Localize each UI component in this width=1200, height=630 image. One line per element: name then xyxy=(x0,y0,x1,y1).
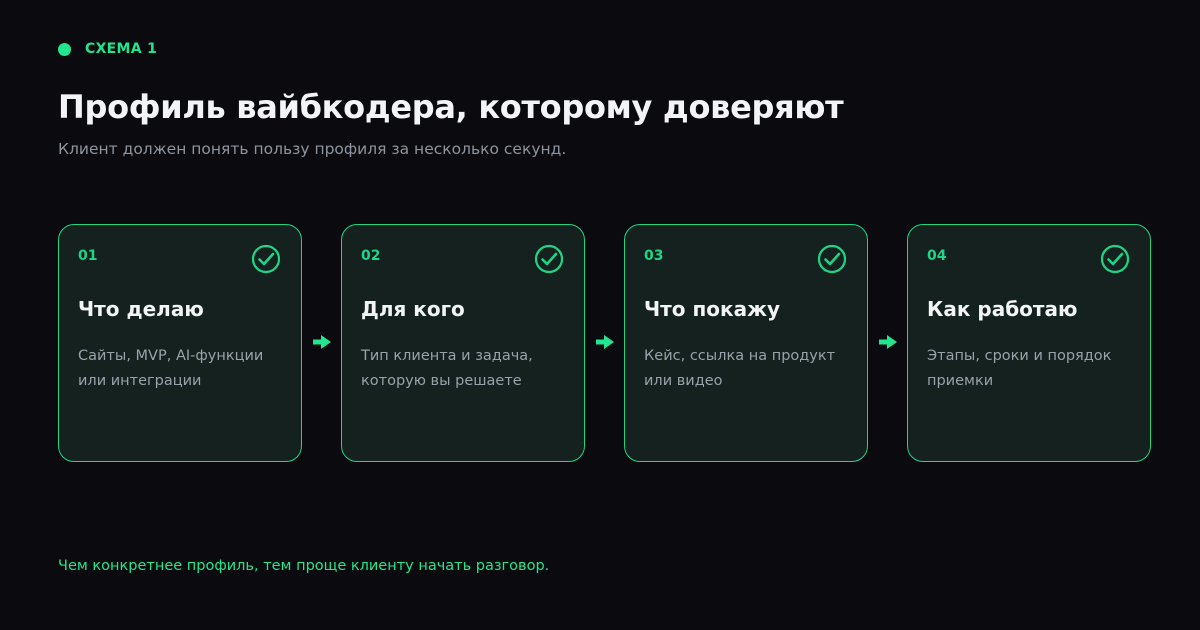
step-description: Сайты, MVP, AI-функции или интеграции xyxy=(78,348,264,389)
check-circle-icon xyxy=(1100,244,1130,274)
step-description: Тип клиента и задача, которую вы решаете xyxy=(361,348,533,389)
step-card-4: 04 Как работаю Этапы, сроки и порядок пр… xyxy=(907,224,1151,462)
step-card-3: 03 Что покажу Кейс, ссылка на продукт ил… xyxy=(624,224,868,462)
check-circle-icon xyxy=(251,244,281,274)
check-circle-icon xyxy=(534,244,564,274)
step-title: Что делаю xyxy=(78,297,204,321)
check-circle-icon xyxy=(817,244,847,274)
step-card-2: 02 Для кого Тип клиента и задача, котору… xyxy=(341,224,585,462)
tag-dot-icon xyxy=(58,42,71,56)
step-title: Как работаю xyxy=(927,297,1078,321)
step-card-1: 01 Что делаю Сайты, MVP, AI-функции или … xyxy=(58,224,302,462)
arrow-right-icon xyxy=(879,335,897,349)
step-title: Что покажу xyxy=(644,297,781,321)
step-number: 02 xyxy=(361,248,381,264)
page-subtitle: Клиент должен понять пользу профиля за н… xyxy=(58,140,567,158)
tag-label: СХЕМА 1 xyxy=(85,41,158,57)
step-description: Этапы, сроки и порядок приемки xyxy=(927,348,1112,389)
step-number: 03 xyxy=(644,248,664,264)
step-number: 01 xyxy=(78,248,98,264)
step-title: Для кого xyxy=(361,297,465,321)
section-tag: СХЕМА 1 xyxy=(58,41,157,57)
page-title: Профиль вайбкодера, которому доверяют xyxy=(58,88,844,126)
arrow-right-icon xyxy=(313,335,331,349)
step-number: 04 xyxy=(927,248,947,264)
footer-note: Чем конкретнее профиль, тем проще клиент… xyxy=(58,558,550,574)
arrow-right-icon xyxy=(596,335,614,349)
step-description: Кейс, ссылка на продукт или видео xyxy=(644,348,836,389)
